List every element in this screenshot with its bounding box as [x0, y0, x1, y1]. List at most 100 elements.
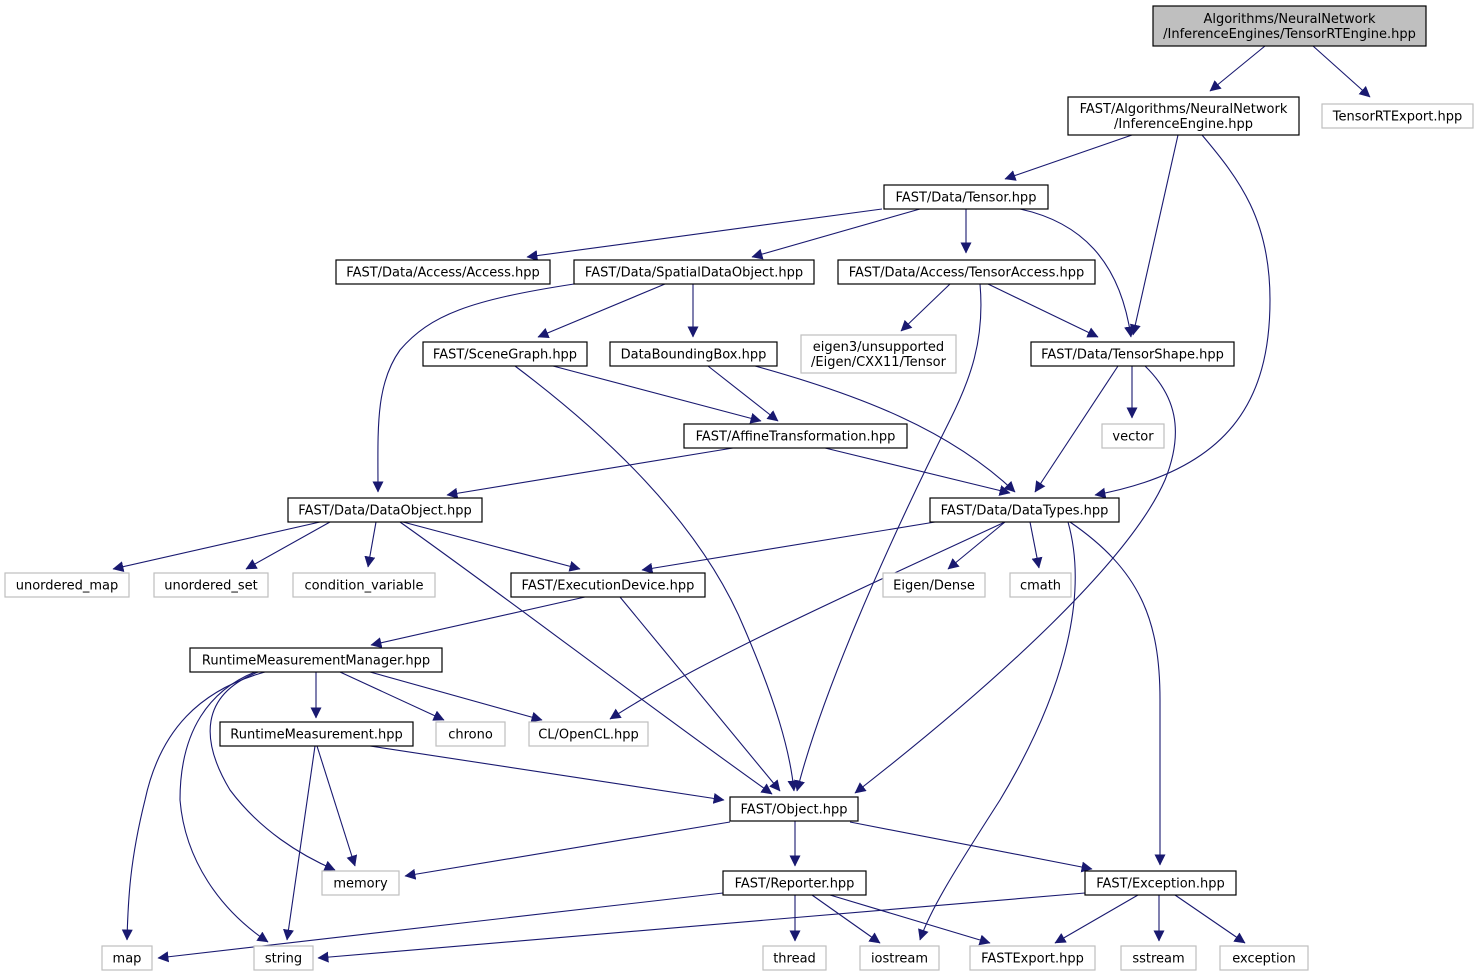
node-thread: thread [762, 945, 827, 971]
node-opencl: CL/OpenCL.hpp [528, 721, 649, 747]
edge-root-to-tensorrt_export [1312, 45, 1371, 98]
edge-data_object-to-exec_device [402, 521, 581, 572]
edge-exec_device-to-object [619, 596, 781, 792]
edge-object-to-exception_hpp [849, 821, 1093, 873]
node-condition-variable: condition_variable [292, 572, 436, 598]
edge-affine-to-data_object [446, 447, 734, 499]
node-label: FAST/Data/Access/Access.hpp [346, 266, 539, 281]
node-label: sstream [1132, 952, 1184, 967]
node-affine[interactable]: FAST/AffineTransformation.hpp [683, 423, 908, 449]
node-label: FAST/Exception.hpp [1096, 877, 1225, 892]
node-data-types[interactable]: FAST/Data/DataTypes.hpp [929, 497, 1120, 523]
node-label: FAST/Data/SpatialDataObject.hpp [585, 266, 803, 281]
node-root[interactable]: Algorithms/NeuralNetwork/InferenceEngine… [1152, 5, 1427, 47]
node-sstream: sstream [1120, 945, 1197, 971]
edge-bbox-to-affine [707, 365, 779, 422]
node-tensor-access[interactable]: FAST/Data/Access/TensorAccess.hpp [837, 259, 1096, 285]
node-map: map [101, 945, 153, 971]
edge-tensor-to-tensor_shape [1019, 208, 1135, 338]
node-label: thread [773, 952, 816, 967]
node-spatial[interactable]: FAST/Data/SpatialDataObject.hpp [573, 259, 815, 285]
edge-root-to-inference_engine [1209, 45, 1266, 92]
node-tensorrt-export: TensorRTExport.hpp [1321, 103, 1474, 129]
node-label: unordered_map [16, 579, 119, 594]
node-label: memory [333, 877, 388, 892]
edge-inference_engine-to-tensor_shape [1129, 134, 1179, 336]
edge-data_types-to-eigen_dense [947, 521, 1006, 570]
node-cmath: cmath [1009, 572, 1072, 598]
edge-rt_manager-to-opencl [369, 671, 543, 723]
edge-scene_graph-to-affine [552, 365, 762, 424]
edge-exception_hpp-to-string [317, 892, 1086, 963]
edge-inference_engine-to-data_types [1094, 134, 1271, 499]
node-label: FAST/ExecutionDevice.hpp [522, 579, 695, 594]
node-inference-engine[interactable]: FAST/Algorithms/NeuralNetwork/InferenceE… [1067, 96, 1300, 136]
edge-data_types-to-opencl [609, 521, 1006, 720]
node-memory: memory [321, 870, 400, 896]
edge-data_object-to-unordered_map [112, 521, 321, 573]
edge-tensor_shape-to-object [854, 365, 1176, 794]
edge-spatial-to-data_object [372, 283, 575, 493]
edge-reporter-to-iostream [811, 894, 881, 944]
node-bbox[interactable]: DataBoundingBox.hpp [609, 341, 778, 367]
edge-exception_hpp-to-exception [1174, 894, 1246, 944]
node-label: chrono [448, 728, 493, 743]
node-label: /Eigen/CXX11/Tensor [811, 355, 947, 370]
node-label: CL/OpenCL.hpp [538, 728, 639, 743]
edge-tensor_access-to-object [794, 283, 982, 792]
node-label: /InferenceEngines/TensorRTEngine.hpp [1163, 27, 1416, 42]
node-unordered-set: unordered_set [153, 572, 269, 598]
edge-exec_device-to-rt_manager [370, 596, 586, 649]
edge-bbox-to-data_types [754, 365, 1016, 493]
node-tensor[interactable]: FAST/Data/Tensor.hpp [883, 184, 1049, 210]
edge-scene_graph-to-object [514, 365, 799, 792]
node-tensor-shape[interactable]: FAST/Data/TensorShape.hpp [1030, 341, 1235, 367]
node-label: FAST/AffineTransformation.hpp [696, 430, 896, 445]
node-label: DataBoundingBox.hpp [621, 348, 767, 363]
node-label: unordered_set [164, 579, 257, 594]
edge-object-to-memory [404, 821, 731, 880]
edge-inference_engine-to-tensor [1004, 134, 1133, 181]
edge-rt_manager-to-map [121, 671, 266, 941]
node-exec-device[interactable]: FAST/ExecutionDevice.hpp [510, 572, 706, 598]
edge-data_object-to-unordered_set [245, 521, 331, 570]
node-scene-graph[interactable]: FAST/SceneGraph.hpp [422, 341, 588, 367]
node-label: condition_variable [304, 579, 423, 594]
node-exception: exception [1219, 945, 1309, 971]
node-eigen-tensor: eigen3/unsupported/Eigen/CXX11/Tensor [800, 334, 957, 374]
edge-spatial-to-scene_graph [537, 283, 666, 339]
node-fast-export: FASTExport.hpp [969, 945, 1096, 971]
node-rt-manager[interactable]: RuntimeMeasurementManager.hpp [189, 647, 443, 673]
edge-data_types-to-iostream [918, 521, 1076, 941]
edge-tensor-to-access [526, 208, 883, 262]
node-string: string [253, 945, 314, 971]
edge-tensor_shape-to-data_types [1034, 365, 1119, 493]
edge-rt_measure-to-string [283, 745, 316, 941]
edge-tensor-to-spatial [751, 208, 921, 260]
node-vector: vector [1101, 423, 1165, 449]
node-reporter[interactable]: FAST/Reporter.hpp [722, 870, 867, 896]
edge-rt_measure-to-memory [316, 745, 358, 867]
node-data-object[interactable]: FAST/Data/DataObject.hpp [287, 497, 483, 523]
node-label: eigen3/unsupported [813, 340, 944, 355]
edge-rt_measure-to-object [369, 745, 725, 804]
node-access[interactable]: FAST/Data/Access/Access.hpp [335, 259, 551, 285]
node-label: FAST/Data/Access/TensorAccess.hpp [849, 266, 1084, 281]
node-label: cmath [1020, 579, 1061, 594]
node-object[interactable]: FAST/Object.hpp [729, 796, 859, 822]
node-rt-measure[interactable]: RuntimeMeasurement.hpp [219, 721, 414, 747]
node-label: RuntimeMeasurement.hpp [230, 728, 402, 743]
node-label: FAST/Algorithms/NeuralNetwork [1080, 102, 1288, 117]
edge-reporter-to-fast_export [829, 894, 991, 946]
edge-reporter-to-map [157, 892, 724, 963]
node-exception-hpp[interactable]: FAST/Exception.hpp [1084, 870, 1237, 896]
edge-exception_hpp-to-fast_export [1054, 894, 1139, 944]
node-label: map [113, 952, 142, 967]
node-label: FAST/Reporter.hpp [735, 877, 855, 892]
node-label: FAST/Object.hpp [741, 803, 848, 818]
edge-rt_manager-to-memory [209, 671, 336, 871]
edge-data_object-to-condition_variable [364, 521, 377, 568]
node-label: TensorRTExport.hpp [1332, 110, 1463, 125]
node-eigen-dense: Eigen/Dense [882, 572, 986, 598]
edge-rt_manager-to-chrono [339, 671, 445, 721]
